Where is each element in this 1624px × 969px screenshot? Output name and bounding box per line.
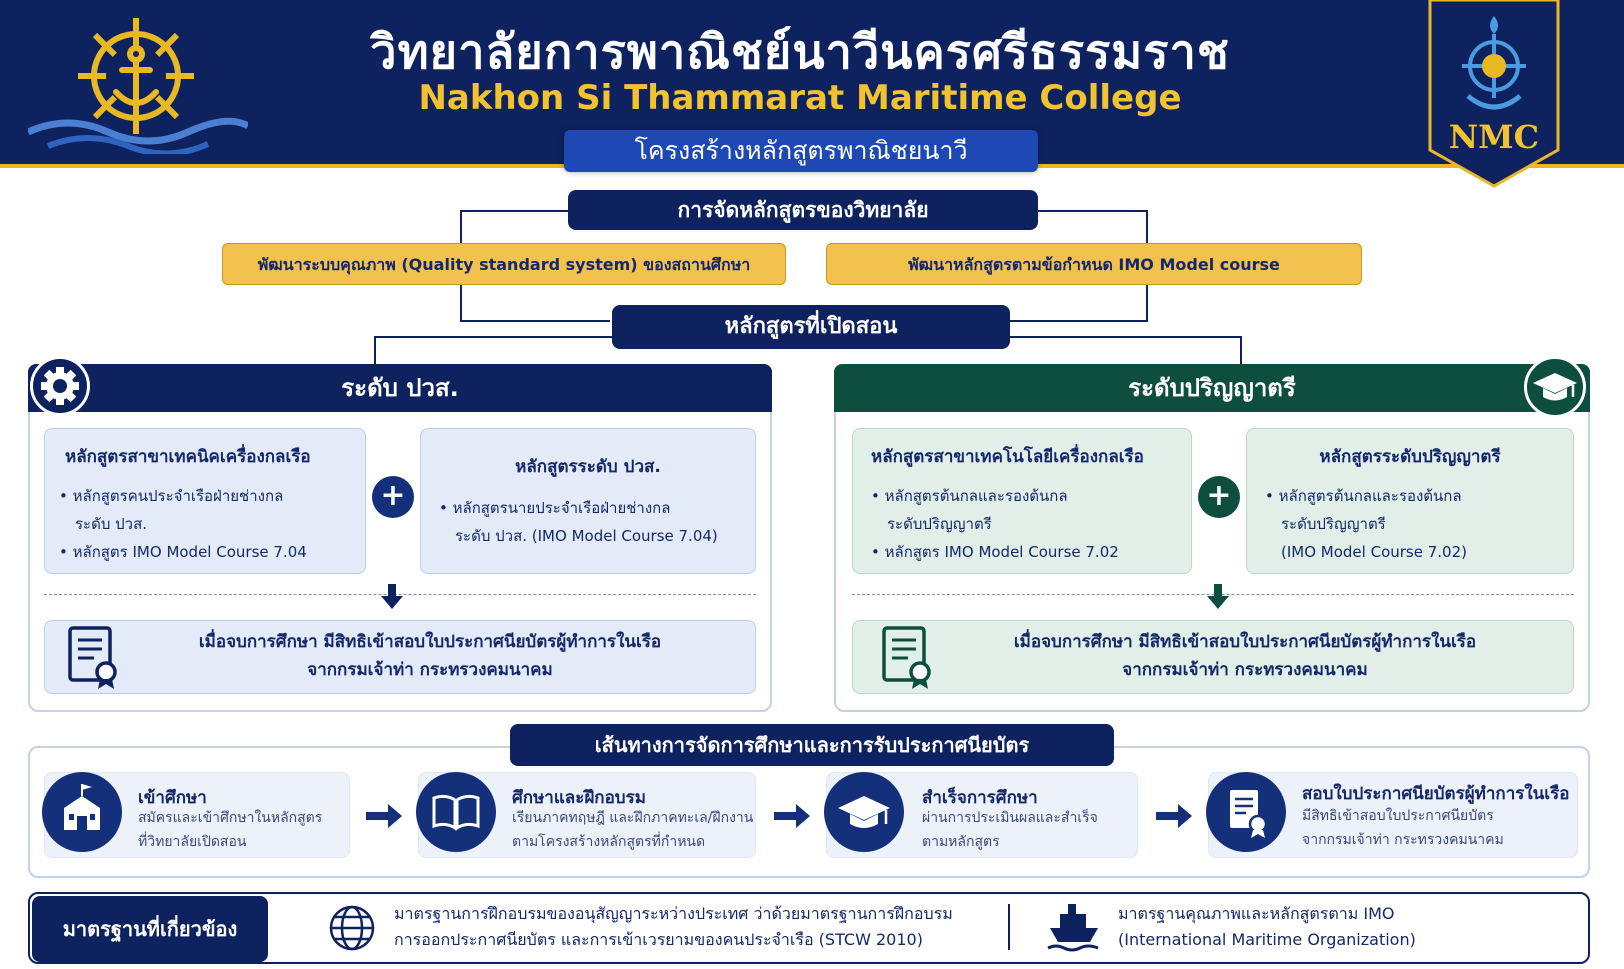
step-text: จากกรมเจ้าท่า กระทรวงคมนาคม (1302, 832, 1504, 848)
connector-line (374, 336, 376, 364)
connector-line (1240, 336, 1242, 364)
card-bullet: • หลักสูตรนายประจำเรือฝ่ายช่างกล (439, 499, 671, 517)
card-bullet: • หลักสูตร IMO Model Course 7.02 (871, 543, 1119, 561)
imo-standard-line2: (International Maritime Organization) (1118, 930, 1416, 949)
graduation-cap-icon (824, 772, 904, 852)
card-bullet: • หลักสูตรต้นกลและรองต้นกล (871, 487, 1068, 505)
card-bullet: • หลักสูตร IMO Model Course 7.04 (59, 543, 307, 561)
marine-engineering-tech-card: หลักสูตรสาขาเทคนิคเครื่องกลเรือ • หลักสู… (44, 428, 366, 574)
connector-line (460, 210, 570, 212)
step-text: สมัครและเข้าศึกษาในหลักสูตร (138, 810, 323, 826)
book-icon (416, 772, 496, 852)
card-bullet-cont: ระดับ ปวส. (IMO Model Course 7.04) (455, 527, 718, 545)
arrow-down-icon (1206, 584, 1230, 610)
step-title: เข้าศึกษา (138, 788, 207, 808)
gear-icon (30, 356, 90, 416)
step-title: ศึกษาและฝึกอบรม (512, 788, 646, 808)
step-text: ผ่านการประเมินผลและสำเร็จ (922, 810, 1098, 826)
nmc-badge: NMC (1428, 0, 1560, 190)
certificate-eligibility-box (852, 620, 1574, 694)
college-title-thai: วิทยาลัยการพาณิชย์นาวีนครศรีธรรมราช (370, 25, 1230, 80)
curriculum-management-box: การจัดหลักสูตรของวิทยาลัย (568, 190, 1038, 230)
diploma-program-card: หลักสูตรระดับ ปวส. • หลักสูตรนายประจำเรื… (420, 428, 756, 574)
card-title: หลักสูตรสาขาเทคนิคเครื่องกลเรือ (65, 447, 311, 467)
offered-programs-box: หลักสูตรที่เปิดสอน (612, 305, 1010, 349)
plus-icon: + (1198, 476, 1240, 518)
connector-line (1008, 336, 1242, 338)
plus-icon: + (372, 476, 414, 518)
divider (852, 594, 1574, 595)
marine-engineering-technology-card: หลักสูตรสาขาเทคโนโลยีเครื่องกลเรือ • หลั… (852, 428, 1192, 574)
step-text: ที่วิทยาลัยเปิดสอน (138, 834, 247, 850)
connector-line (1036, 210, 1148, 212)
divider (1008, 904, 1010, 950)
certificate-text-line1: เมื่อจบการศึกษา มีสิทธิเข้าสอบใบประกาศนี… (1013, 632, 1477, 652)
card-bullet-cont: ระดับปริญญาตรี (887, 515, 992, 533)
divider (44, 594, 756, 595)
college-title-english: Nakhon Si Thammarat Maritime College (418, 78, 1182, 118)
step-title: สำเร็จการศึกษา (922, 788, 1038, 808)
card-title: หลักสูตรสาขาเทคโนโลยีเครื่องกลเรือ (871, 447, 1144, 467)
stcw-standard-line2: การออกประกาศนียบัตร และการเข้าเวรยามของค… (394, 930, 923, 949)
diploma-panel-header: ระดับ ปวส. (28, 364, 772, 412)
certificate-icon (1206, 772, 1286, 852)
step-text: ตามหลักสูตร (922, 834, 1000, 850)
certificate-icon (66, 624, 122, 690)
step-text: มีสิทธิเข้าสอบใบประกาศนียบัตร (1302, 808, 1494, 824)
arrow-right-icon (774, 804, 810, 828)
quality-standard-box: พัฒนาระบบคุณภาพ (Quality standard system… (222, 243, 786, 285)
bachelor-program-card: หลักสูตรระดับปริญญาตรี • หลักสูตรต้นกลแล… (1246, 428, 1574, 574)
school-icon (42, 772, 122, 852)
bachelor-panel-header: ระดับปริญญาตรี (834, 364, 1590, 412)
globe-icon (328, 904, 376, 952)
card-title: หลักสูตรระดับ ปวส. (515, 457, 661, 477)
arrow-right-icon (1156, 804, 1192, 828)
certificate-text-line1: เมื่อจบการศึกษา มีสิทธิเข้าสอบใบประกาศนี… (198, 632, 662, 652)
standards-panel (28, 892, 1590, 964)
card-bullet-cont: ระดับ ปวส. (75, 515, 148, 533)
page-subtitle: โครงสร้างหลักสูตรพาณิชยนาวี (564, 130, 1038, 172)
card-bullet: • หลักสูตรคนประจำเรือฝ่ายช่างกล (59, 487, 284, 505)
certificate-text-line2: จากกรมเจ้าท่า กระทรวงคมนาคม (307, 660, 553, 680)
card-bullet: • หลักสูตรต้นกลและรองต้นกล (1265, 487, 1462, 505)
certificate-eligibility-box (44, 620, 756, 694)
step-text: ตามโครงสร้างหลักสูตรที่กำหนด (512, 834, 706, 850)
ship-icon (1046, 900, 1102, 952)
card-title: หลักสูตรระดับปริญญาตรี (1319, 447, 1501, 467)
arrow-down-icon (380, 584, 404, 610)
certificate-text-line2: จากกรมเจ้าท่า กระทรวงคมนาคม (1122, 660, 1368, 680)
graduation-cap-icon (1524, 356, 1586, 418)
badge-text: NMC (1448, 118, 1540, 156)
standards-label: มาตรฐานที่เกี่ยวข้อง (32, 896, 268, 962)
pathway-title: เส้นทางการจัดการศึกษาและการรับประกาศนียบ… (510, 724, 1114, 766)
certificate-icon (880, 624, 936, 690)
imo-standard-line1: มาตรฐานคุณภาพและหลักสูตรตาม IMO (1118, 904, 1395, 923)
stcw-standard-line1: มาตรฐานการฝึกอบรมของอนุสัญญาระหว่างประเท… (394, 904, 953, 923)
card-bullet-cont: ระดับปริญญาตรี (1281, 515, 1386, 533)
imo-model-course-box: พัฒนาหลักสูตรตามข้อกำหนด IMO Model cours… (826, 243, 1362, 285)
arrow-right-icon (366, 804, 402, 828)
card-bullet-cont: (IMO Model Course 7.02) (1281, 543, 1467, 561)
step-text: เรียนภาคทฤษฎี และฝึกภาคทะเล/ฝึกงาน (512, 810, 754, 826)
step-title: สอบใบประกาศนียบัตรผู้ทำการในเรือ (1302, 784, 1570, 804)
anchor-wheel-logo (26, 14, 250, 157)
connector-line (374, 336, 614, 338)
connector-line (1008, 320, 1148, 322)
connector-line (460, 320, 610, 322)
